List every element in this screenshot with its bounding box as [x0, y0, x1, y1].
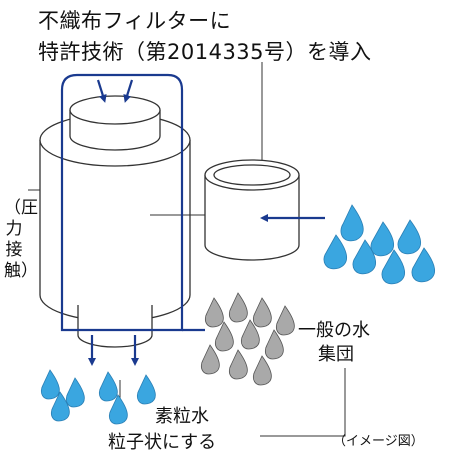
flow-arrow-in-right — [123, 79, 134, 103]
fine-water-label-line-2: 粒子状にする — [108, 432, 217, 453]
inlet-cylinder — [204, 159, 300, 261]
normal-water-label-line-2: 集団 — [318, 344, 354, 365]
happy-water-drops-inlet — [323, 204, 435, 285]
normal-water-label-line-1: 一般の水 — [298, 320, 370, 341]
headline-line-2: 特許技術（第2014335号）を導入 — [38, 40, 372, 64]
normal-water-leader-line — [260, 368, 346, 437]
headline-line-1: 不織布フィルターに — [38, 9, 232, 33]
flow-arrow-in-left — [96, 79, 107, 103]
normal-water-drops — [200, 292, 295, 386]
image-note-label: （イメージ図） — [333, 434, 424, 449]
pressure-contact-label: （圧力接触） — [4, 198, 38, 281]
water-flow-path — [60, 73, 205, 332]
main-filter-cylinder — [39, 95, 191, 348]
fine-water-label-line-1: 素粒水 — [155, 406, 209, 427]
happy-water-drops-output — [40, 369, 156, 425]
